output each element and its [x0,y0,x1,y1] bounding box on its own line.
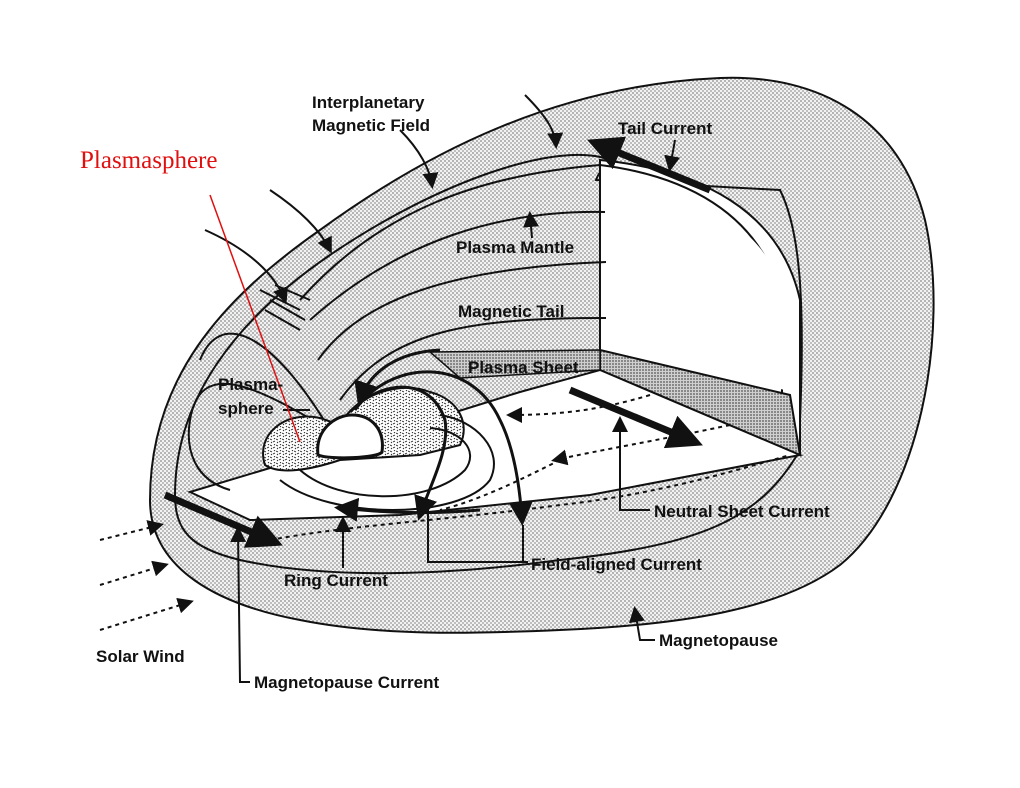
mantle-line-2 [309,210,606,321]
mantle-line-1 [299,164,601,301]
plasmasphere-label-line2: sphere [218,399,274,418]
imf-line-4 [524,94,564,149]
solar-wind-arrow-3 [99,597,194,631]
imf-label-line2: Magnetic Field [312,116,430,135]
magnetopause-current-line [269,454,791,541]
plasmasphere-annotation: Plasmasphere [80,147,217,174]
ring-current-inner [299,427,471,498]
tail-interior-face [606,180,785,390]
neutral-sheet-current-label: Neutral Sheet Current [654,502,830,521]
magnetic-tail-label: Magnetic Tail [458,302,564,321]
dayside-field-line-1 [187,382,346,491]
neutral-sheet-current-3 [439,459,561,511]
magnetopause-current-arrow [163,491,283,548]
imf-label-line1: Interplanetary [312,93,425,112]
plasma-sheet [428,349,601,379]
tail-field-line-1 [317,261,607,361]
field-aligned-current-3 [354,348,441,406]
neutral-sheet-current-1 [506,394,651,423]
ring-current-label: Ring Current [284,571,388,590]
field-aligned-leader [427,510,528,563]
tail-current-arrow-bottom [568,386,703,449]
magnetopause-label: Magnetopause [659,631,778,650]
solar-wind-arrow-2 [99,560,169,586]
plasma-mantle-leader [523,211,540,239]
magnetopause-leader [629,606,655,641]
imf-line-3 [399,129,439,189]
tail-current-arrow-top [587,136,712,194]
plasma-mantle-label: Plasma Mantle [456,238,574,257]
tail-current-label: Tail Current [618,119,712,138]
ring-current-middle [279,414,495,511]
neutral-sheet-current-2 [551,424,731,466]
plasma-sheet-label: Plasma Sheet [468,358,579,377]
solar-wind-label: Solar Wind [96,647,185,666]
plasmasphere-label-line1: Plasma- [218,375,283,394]
magnetopause-current-label: Magnetopause Current [254,673,439,692]
ring-current-arrow [334,497,481,522]
field-aligned-current-label: Field-aligned Current [531,555,702,574]
plasmasphere-annotation-pointer [209,194,301,443]
solar-wind-arrow-1 [99,520,164,541]
neutral-sheet-leader [612,416,650,511]
dayside-field-line-2 [199,332,331,431]
imf-line-1 [204,229,288,304]
field-aligned-current-1 [353,370,533,526]
earth [316,413,384,460]
tail-field-line-2 [339,317,607,401]
equatorial-plane [187,368,804,522]
magnetopause-current-leader [230,526,250,683]
field-aligned-current-2 [348,385,448,521]
imf-line-2 [269,189,332,254]
cusp-lines [259,284,311,331]
tail-current-leader [664,139,680,172]
